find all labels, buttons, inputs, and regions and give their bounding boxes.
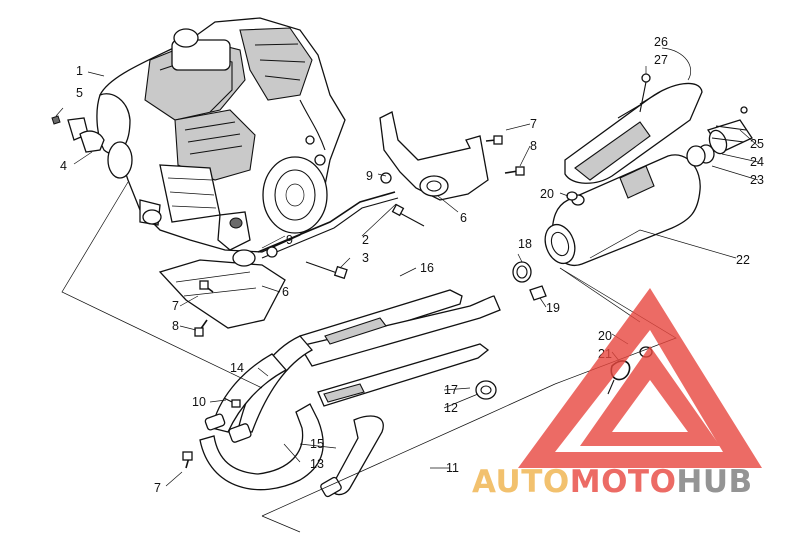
watermark: AUTOMOTOHUB: [472, 288, 762, 500]
callout-12: 12: [444, 401, 458, 415]
callout-20-top: 20: [540, 187, 554, 201]
callout-10: 10: [192, 395, 206, 409]
callout-3: 3: [362, 251, 369, 265]
leader-lines: [55, 47, 759, 487]
callout-22: 22: [736, 253, 750, 267]
watermark-moto: MOTO: [570, 464, 677, 500]
callout-9-mid: 9: [286, 233, 293, 247]
muffler: [544, 154, 701, 266]
callout-4: 4: [60, 159, 67, 173]
callout-16: 16: [420, 261, 434, 275]
bracket-parts-left: [51, 115, 105, 153]
watermark-text: AUTOMOTOHUB: [472, 464, 753, 500]
callout-14: 14: [230, 361, 244, 375]
callout-11: 11: [446, 461, 459, 475]
callout-24: 24: [750, 155, 764, 169]
callout-7-bottom: 7: [154, 481, 161, 495]
exhaust-bracket-upper: [379, 111, 525, 227]
callout-19: 19: [546, 301, 560, 315]
callout-23: 23: [750, 173, 764, 187]
callout-7-top: 7: [530, 117, 537, 131]
callout-5: 5: [76, 86, 83, 100]
exhaust-pipes: [182, 289, 501, 498]
callout-20-low: 20: [598, 329, 612, 343]
watermark-triangle: [518, 288, 762, 468]
heat-shield: [564, 73, 703, 184]
spark-arrestor: [686, 106, 753, 167]
callout-6-low: 6: [282, 285, 289, 299]
watermark-auto: AUTO: [472, 464, 570, 500]
watermark-hub: HUB: [676, 464, 752, 500]
callout-6-top: 6: [460, 211, 467, 225]
callout-8-top: 8: [530, 139, 537, 153]
callout-25: 25: [750, 137, 764, 151]
watermark-inner-triangle: [580, 346, 720, 446]
callout-15: 15: [310, 437, 324, 451]
gasket-and-sensor: [512, 261, 547, 301]
support-rod: [257, 191, 399, 280]
callout-7-low: 7: [172, 299, 179, 313]
callout-2: 2: [362, 233, 369, 247]
callout-13: 13: [310, 457, 324, 471]
callout-27: 27: [654, 53, 668, 67]
callout-9-top: 9: [366, 169, 373, 183]
callout-1: 1: [76, 64, 83, 78]
engine-assembly: [96, 17, 346, 253]
callout-17: 17: [444, 383, 458, 397]
callout-8-low: 8: [172, 319, 179, 333]
callout-18: 18: [518, 237, 532, 251]
callout-26: 26: [654, 35, 668, 49]
exhaust-bracket-lower: [158, 246, 286, 337]
